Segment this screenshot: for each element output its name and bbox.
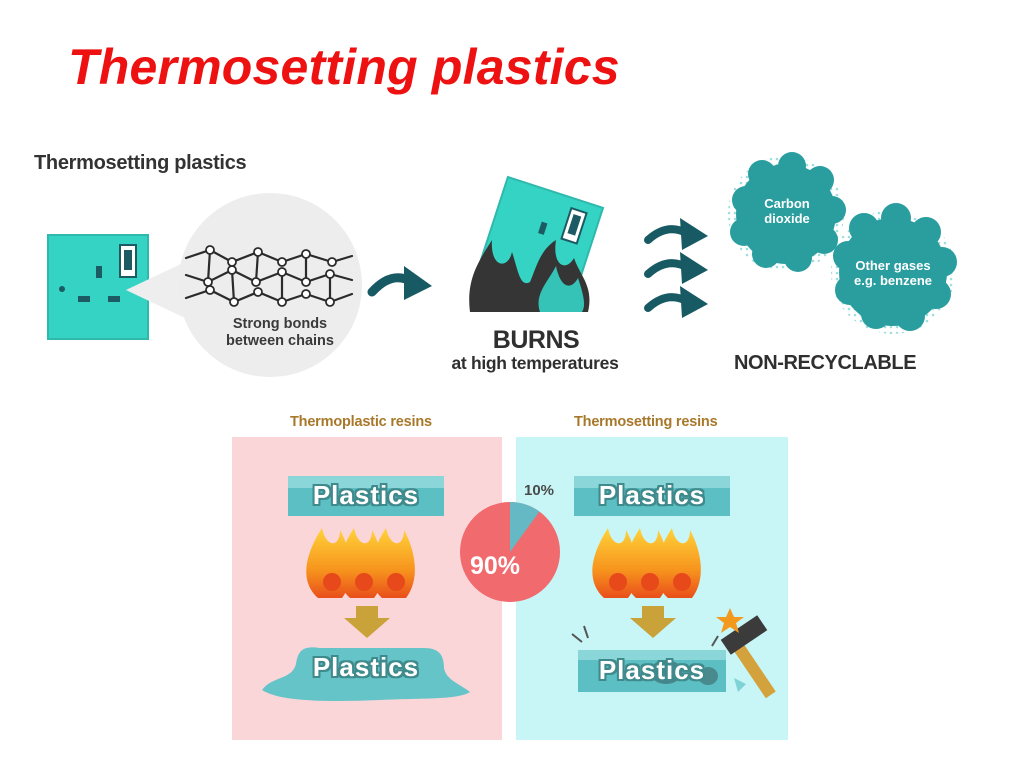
left-plastics-top-label: Plastics	[312, 480, 420, 510]
cloud1-line1: Carbon	[764, 196, 810, 211]
arrows-heads-icon	[680, 218, 708, 318]
right-flames-icon	[592, 528, 701, 598]
polymer-chains-icon	[126, 193, 362, 377]
bonds-caption-line1: Strong bonds	[232, 316, 328, 332]
burns-label: BURNS	[492, 326, 580, 354]
cloud-carbon-dioxide-icon	[728, 152, 846, 272]
bonds-caption: Strong bonds between chains	[200, 316, 360, 350]
left-plastics-board	[288, 476, 444, 516]
cloud2-line1: Other gases	[855, 258, 931, 273]
pie-big-label: 90%	[470, 552, 521, 580]
burning-socket-icon	[469, 175, 605, 312]
impact-marks-icon	[571, 625, 719, 647]
cloud-carbon-dioxide-label: Carbon dioxide	[742, 196, 832, 226]
melted-puddle-icon	[262, 647, 470, 701]
arrow-head-icon	[404, 266, 432, 300]
right-plastics-top-label: Plastics	[598, 480, 706, 510]
charred-plastics-block	[578, 650, 726, 692]
left-flames-icon	[306, 528, 415, 598]
thermoplastic-heading: Thermoplastic resins	[290, 414, 432, 430]
right-down-arrow-icon	[630, 606, 676, 638]
hammer-icon	[716, 608, 776, 699]
cloud-other-gases-icon	[831, 203, 957, 334]
pie-small-label: 10%	[524, 482, 555, 499]
cloud1-line2: dioxide	[764, 211, 810, 226]
bonds-caption-line2: between chains	[226, 333, 334, 349]
right-plastics-board	[574, 476, 730, 516]
diagram-heading: Thermosetting plastics	[34, 152, 247, 174]
burns-subtitle: at high temperatures	[451, 353, 619, 373]
cloud-other-gases-label: Other gases e.g. benzene	[838, 258, 948, 288]
left-down-arrow-icon	[344, 606, 390, 638]
right-plastics-block-label: Plastics	[598, 655, 706, 685]
thermosetting-heading: Thermosetting resins	[574, 414, 718, 430]
recycle-ratio-pie	[460, 502, 560, 602]
cloud2-line2: e.g. benzene	[853, 273, 933, 288]
socket-icon	[47, 234, 149, 340]
slide-title: Thermosetting plastics	[68, 39, 620, 95]
left-plastics-melted-label: Plastics	[312, 652, 420, 682]
pie-slice-small	[510, 502, 540, 552]
non-recyclable-label: NON-RECYCLABLE	[734, 352, 917, 374]
